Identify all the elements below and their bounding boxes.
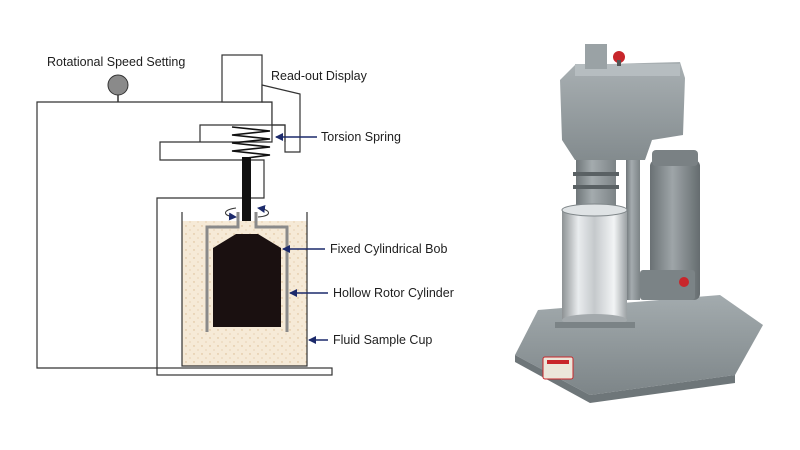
photo-column: [585, 44, 607, 69]
instrument-frame: [36, 101, 273, 369]
torsion-spring: [231, 126, 271, 159]
photo-base-front: [515, 355, 735, 403]
label-fixed-bob: Fixed Cylindrical Bob: [330, 242, 447, 256]
photo-platform: [555, 322, 635, 328]
label-torsion-spring: Torsion Spring: [321, 130, 401, 144]
label-readout-display: Read-out Display: [271, 69, 368, 83]
label-sample-cup: Fluid Sample Cup: [333, 333, 432, 347]
photo-knob-stem: [617, 60, 621, 66]
photo-sample-cup: [562, 210, 627, 320]
photo-switch: [679, 277, 689, 287]
photo-motor-cap: [652, 150, 698, 166]
hollow-rotor-cylinder: [205, 212, 289, 332]
label-rotor-cylinder: Hollow Rotor Cylinder: [333, 286, 454, 300]
rotation-arrow-left: [225, 207, 237, 221]
spring-housing: [199, 124, 286, 142]
rotation-arrow-right: [257, 205, 269, 218]
base-plate: [156, 367, 333, 376]
viscometer-photo: [515, 44, 763, 403]
speed-knob: [107, 74, 129, 96]
photo-motor-foot: [640, 270, 695, 300]
photo-head: [560, 62, 685, 160]
photo-spindle-ring: [573, 172, 619, 176]
label-rotational-speed: Rotational Speed Setting: [47, 55, 185, 69]
cylindrical-bob: [213, 234, 281, 327]
readout-display-box: [221, 54, 263, 103]
photo-motor: [650, 160, 700, 300]
photo-spindle-ring-2: [573, 185, 619, 189]
bob-shaft: [242, 157, 251, 230]
photo-red-knob: [613, 51, 625, 63]
fluid-sample-cup: [181, 212, 308, 367]
photo-cup-rim: [561, 203, 628, 217]
photo-badge-mark: [547, 360, 569, 364]
